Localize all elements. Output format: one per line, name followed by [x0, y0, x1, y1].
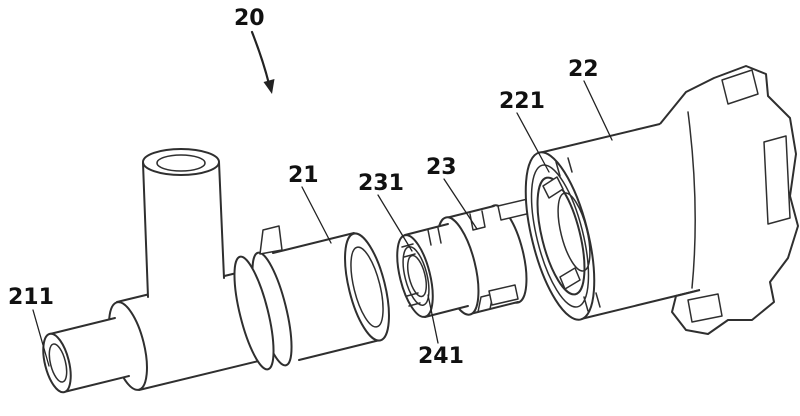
leader-211: [32, 309, 50, 367]
flange-disk-front: [233, 255, 275, 371]
nut-rim-slot-bottom: [583, 292, 601, 312]
arrow-20-head: [263, 79, 275, 94]
wing-tab-bottom: [687, 293, 723, 323]
reference-labels: 20 211 21 231 23 241 221 22: [8, 6, 613, 369]
tee-connector-drawing: [42, 148, 390, 394]
bayonet-prong-bottom: [488, 284, 519, 306]
label-21: 21: [288, 163, 319, 188]
nut-rim-slot-top: [555, 157, 573, 177]
leader-22: [583, 80, 613, 141]
vertical-port-left-edge: [142, 162, 149, 298]
label-20: 20: [234, 6, 265, 31]
face-slot-upper: [401, 243, 416, 258]
leader-221: [516, 112, 550, 173]
coupler-top-slot: [427, 227, 442, 246]
nut-top-edge: [538, 122, 665, 154]
alignment-tab: [259, 225, 283, 255]
label-231: 231: [358, 171, 404, 196]
lock-nut-drawing: [524, 65, 799, 335]
leader-241: [427, 294, 439, 344]
wing-tab-top: [721, 69, 759, 105]
body-end-face: [344, 232, 390, 342]
body-end-inner-ring: [350, 246, 384, 328]
wing-tab-right: [763, 135, 791, 225]
nut-mouth-inner: [536, 176, 586, 296]
label-221: 221: [499, 89, 545, 114]
barrel-fill: [117, 271, 267, 390]
body-cylinder-bottom-edge: [298, 339, 381, 361]
collar-top-edge: [445, 205, 495, 219]
vertical-port-bore: [156, 154, 206, 172]
nut-inner-sleeve: [557, 192, 591, 272]
tip-top-edge: [49, 317, 116, 335]
coupler-face-ring: [402, 246, 430, 306]
tip-bore: [48, 343, 68, 383]
label-23: 23: [426, 155, 457, 180]
collar-top-slot: [469, 210, 486, 231]
body-cylinder-top-edge: [272, 232, 355, 254]
nut-mouth-middle: [530, 164, 590, 308]
leader-23: [443, 178, 478, 230]
vertical-port-fill: [143, 162, 224, 298]
nut-prong-top: [542, 176, 564, 199]
leader-231: [377, 194, 413, 252]
label-241: 241: [418, 344, 464, 369]
wing-grip-silhouette: [659, 65, 799, 335]
tip-bottom-edge: [63, 375, 130, 393]
arrow-20-shaft: [250, 30, 271, 86]
label-211: 211: [8, 285, 54, 310]
vertical-port-right-edge: [218, 161, 225, 279]
leader-21: [301, 186, 332, 244]
barrel-bottom-edge: [138, 358, 268, 391]
face-slot-lower: [406, 292, 421, 307]
nut-prong-bottom: [559, 267, 581, 290]
coupler-front-face: [396, 234, 434, 318]
coupler-drawing: [396, 197, 536, 318]
label-22: 22: [568, 57, 599, 82]
wing-front-contour: [687, 111, 696, 289]
coupler-bore: [406, 254, 428, 298]
coupler-ring-top-edge: [404, 223, 449, 236]
